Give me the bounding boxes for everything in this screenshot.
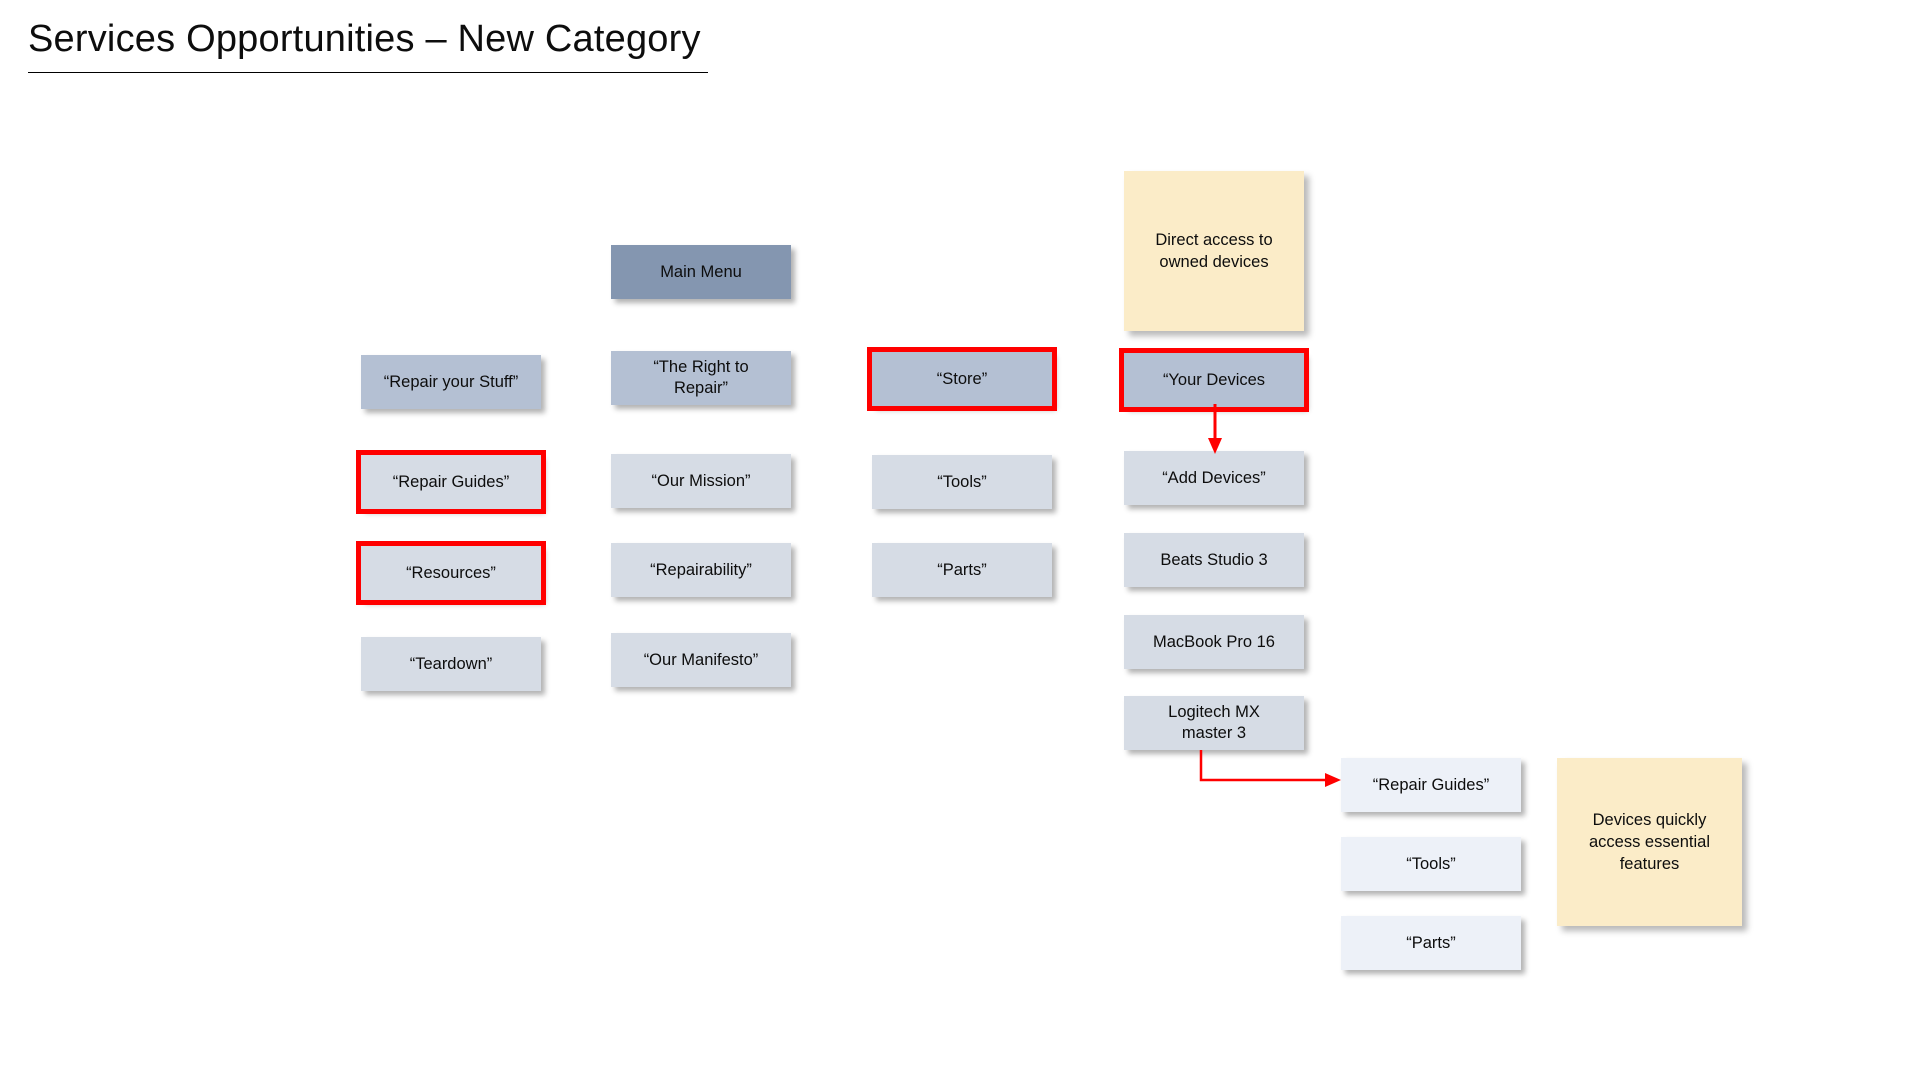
node-teardown[interactable]: “Teardown” [361, 637, 541, 691]
node-macbook-pro-16[interactable]: MacBook Pro 16 [1124, 615, 1304, 669]
note-owned-devices: Direct access to owned devices [1124, 171, 1304, 331]
arrow-your-devices-to-add-devices [1208, 404, 1222, 454]
node-device-repair-guides[interactable]: “Repair Guides” [1341, 758, 1521, 812]
node-repair-guides-left[interactable]: “Repair Guides” [356, 450, 546, 514]
node-add-devices[interactable]: “Add Devices” [1124, 451, 1304, 505]
node-store-parts[interactable]: “Parts” [872, 543, 1052, 597]
node-device-tools[interactable]: “Tools” [1341, 837, 1521, 891]
node-device-parts[interactable]: “Parts” [1341, 916, 1521, 970]
node-repair-your-stuff[interactable]: “Repair your Stuff” [361, 355, 541, 409]
node-your-devices[interactable]: “Your Devices [1119, 348, 1309, 412]
title-underline [28, 71, 708, 73]
note-essential-features: Devices quickly access essential feature… [1557, 758, 1742, 926]
node-main-menu[interactable]: Main Menu [611, 245, 791, 299]
node-our-mission[interactable]: “Our Mission” [611, 454, 791, 508]
node-our-manifesto[interactable]: “Our Manifesto” [611, 633, 791, 687]
title-block: Services Opportunities – New Category [28, 16, 748, 73]
page-title: Services Opportunities – New Category [28, 18, 701, 60]
node-the-right-to-repair[interactable]: “The Right to Repair” [611, 351, 791, 405]
node-resources[interactable]: “Resources” [356, 541, 546, 605]
node-beats-studio-3[interactable]: Beats Studio 3 [1124, 533, 1304, 587]
node-store-tools[interactable]: “Tools” [872, 455, 1052, 509]
arrow-logitech-to-repair-guides [1199, 750, 1341, 787]
node-store[interactable]: “Store” [867, 347, 1057, 411]
node-repairability[interactable]: “Repairability” [611, 543, 791, 597]
node-logitech-mx-master-3[interactable]: Logitech MX master 3 [1124, 696, 1304, 750]
